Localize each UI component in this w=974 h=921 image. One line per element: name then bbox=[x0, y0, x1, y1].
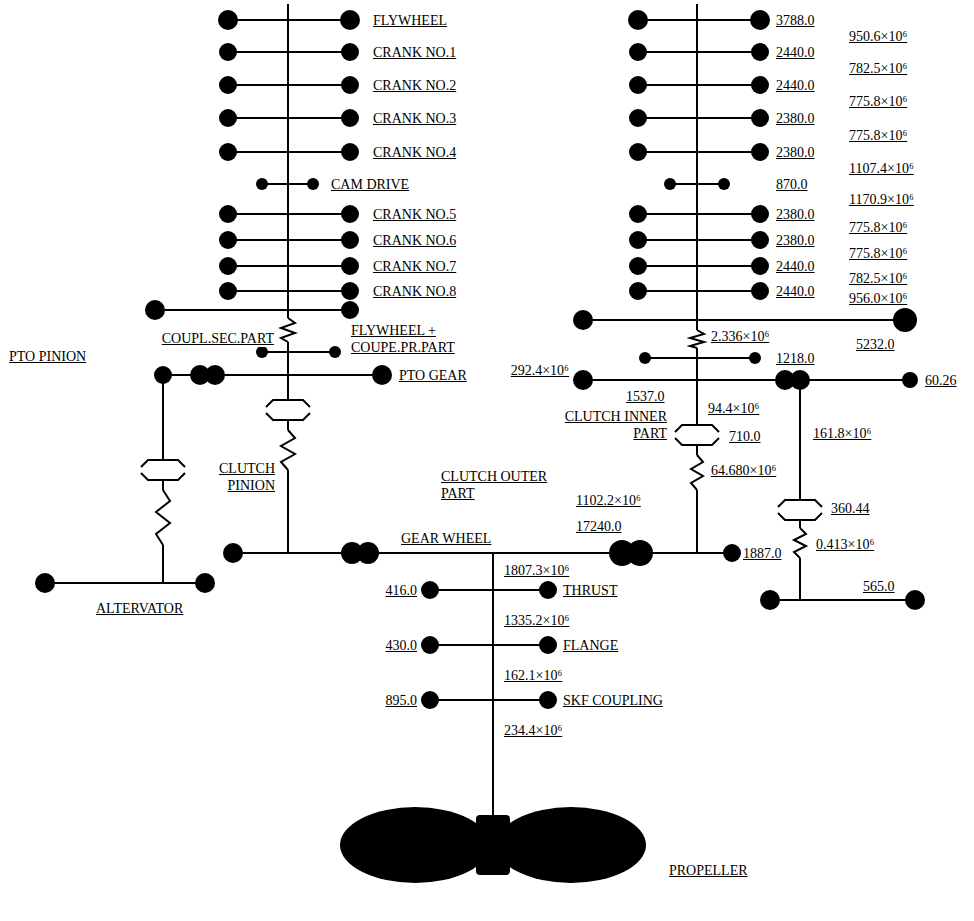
value-label: 5232.0 bbox=[855, 336, 896, 353]
part-name: COUPL.SEC.PART bbox=[161, 330, 275, 347]
value-label: 292.4×10⁶ bbox=[510, 362, 570, 379]
clutch-symbols bbox=[141, 400, 822, 520]
shafts bbox=[45, 4, 915, 820]
value-label: CRANK NO.2 bbox=[372, 77, 457, 94]
part-name: FLANGE bbox=[562, 637, 619, 654]
value-label: 60.26 bbox=[924, 372, 958, 389]
value-label: 2440.0 bbox=[775, 44, 816, 61]
value-label: 1170.9×10⁶ bbox=[848, 191, 915, 208]
value-label: 1102.2×10⁶ bbox=[575, 492, 642, 509]
value-label: 2.336×10⁶ bbox=[710, 328, 770, 345]
value-label: 2380.0 bbox=[775, 144, 816, 161]
value-label: 2380.0 bbox=[775, 232, 816, 249]
value-label: 1537.0 bbox=[625, 388, 666, 405]
value-label: CRANK NO.5 bbox=[372, 206, 457, 223]
value-label: 775.8×10⁶ bbox=[848, 127, 908, 144]
value-label: 0.413×10⁶ bbox=[815, 536, 875, 553]
value-label: 775.8×10⁶ bbox=[848, 219, 908, 236]
value-label: 775.8×10⁶ bbox=[848, 93, 908, 110]
value-label: 64.680×10⁶ bbox=[710, 462, 777, 479]
value-label: 1218.0 bbox=[775, 350, 816, 367]
value-label: 2380.0 bbox=[775, 206, 816, 223]
part-name: PTO GEAR bbox=[398, 367, 468, 384]
value-label: CRANK NO.6 bbox=[372, 232, 457, 249]
value-label: 950.6×10⁶ bbox=[848, 28, 908, 45]
value-label: 416.0 bbox=[385, 582, 419, 599]
value-label: 775.8×10⁶ bbox=[848, 245, 908, 262]
part-name: SKF COUPLING bbox=[562, 692, 664, 709]
value-label: 710.0 bbox=[728, 428, 762, 445]
propeller-symbol bbox=[340, 807, 646, 883]
value-label: 3788.0 bbox=[775, 12, 816, 29]
value-label: CRANK NO.1 bbox=[372, 44, 457, 61]
value-label: 1107.4×10⁶ bbox=[848, 160, 915, 177]
value-label: 1807.3×10⁶ bbox=[503, 562, 570, 579]
value-label: 782.5×10⁶ bbox=[848, 270, 908, 287]
part-name: CLUTCH OUTER PART bbox=[440, 468, 562, 502]
value-label: 17240.0 bbox=[575, 518, 623, 535]
part-name: CAM DRIVE bbox=[330, 176, 410, 193]
value-label: 2440.0 bbox=[775, 258, 816, 275]
value-label: 1887.0 bbox=[742, 545, 783, 562]
part-name: GEAR WHEEL bbox=[400, 530, 492, 547]
value-label: 956.0×10⁶ bbox=[848, 290, 908, 307]
part-name: FLYWHEEL bbox=[372, 12, 448, 29]
part-name: ALTERVATOR bbox=[95, 600, 184, 617]
value-label: CRANK NO.7 bbox=[372, 258, 457, 275]
value-label: 161.8×10⁶ bbox=[812, 425, 872, 442]
value-label: 360.44 bbox=[830, 500, 871, 517]
value-label: 234.4×10⁶ bbox=[503, 722, 563, 739]
value-label: 895.0 bbox=[385, 692, 419, 709]
part-name: PTO PINION bbox=[8, 348, 87, 365]
value-label: 565.0 bbox=[862, 578, 896, 595]
part-name: THRUST bbox=[562, 582, 618, 599]
value-label: 2440.0 bbox=[775, 77, 816, 94]
part-name: CLUTCH PINION bbox=[204, 460, 276, 494]
part-name: CLUTCH INNER PART bbox=[548, 408, 668, 442]
value-label: 1335.2×10⁶ bbox=[503, 612, 570, 629]
value-label: 430.0 bbox=[385, 637, 419, 654]
part-name: FLYWHEEL + COUPE.PR.PART bbox=[350, 322, 472, 356]
value-label: 2440.0 bbox=[775, 283, 816, 300]
value-label: 782.5×10⁶ bbox=[848, 60, 908, 77]
value-label: 94.4×10⁶ bbox=[707, 400, 760, 417]
value-label: 2380.0 bbox=[775, 110, 816, 127]
value-label: 870.0 bbox=[775, 176, 809, 193]
value-label: CRANK NO.8 bbox=[372, 283, 457, 300]
value-label: CRANK NO.3 bbox=[372, 110, 457, 127]
value-label: CRANK NO.4 bbox=[372, 144, 457, 161]
value-label: 162.1×10⁶ bbox=[503, 667, 563, 684]
mass-dots bbox=[35, 10, 925, 709]
part-name: PROPELLER bbox=[668, 862, 749, 879]
